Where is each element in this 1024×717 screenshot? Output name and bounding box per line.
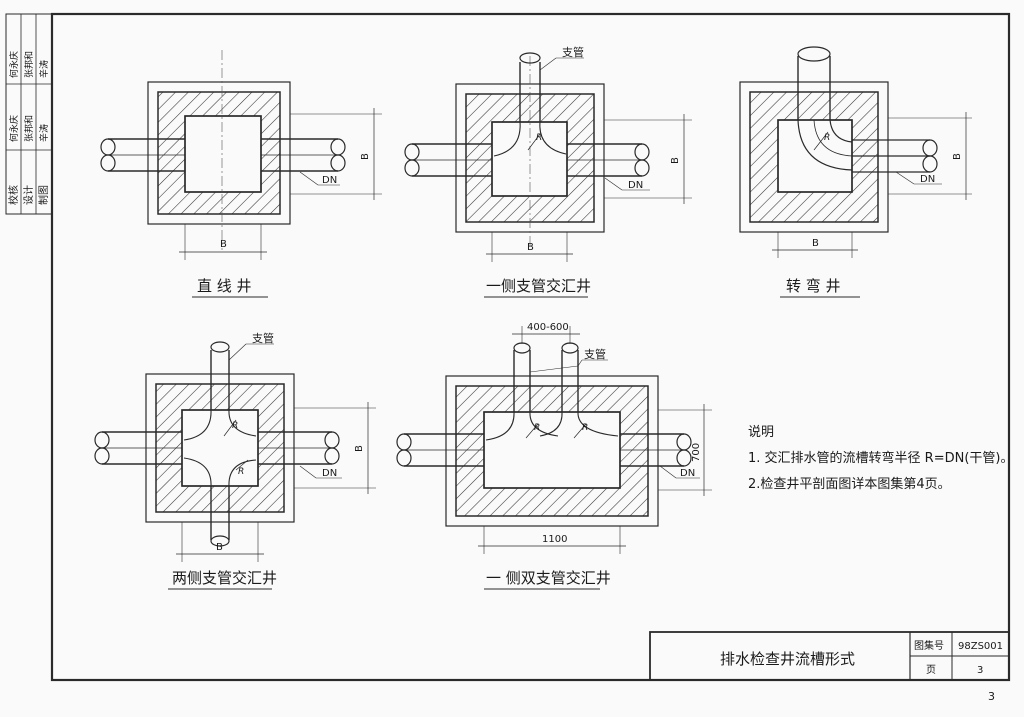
title-block: 排水检查井流槽形式 图集号 98ZS001 页 3	[649, 631, 1010, 681]
one-side-branch-diagram: R 支管 B B DN 一侧支管交汇井	[404, 45, 692, 298]
stamp-signature-3: 辛涛	[38, 60, 50, 78]
well-chamber	[777, 119, 853, 193]
sheet-page-number: 3	[988, 690, 995, 703]
branch-leader: 支管	[539, 45, 584, 71]
dim-label-b: B	[670, 157, 681, 164]
side-stamp: 校核 设计 制图 何永庆 张邦和 辛涛 何永庆 张邦和 辛涛	[5, 13, 53, 215]
dn-label: DN	[680, 468, 695, 479]
caption-double-branch: 一 侧双支管交汇井	[486, 569, 611, 587]
well-chamber	[483, 411, 621, 489]
branch-label: 支管	[252, 331, 274, 345]
dimension-b-vertical: B	[888, 112, 972, 200]
double-branch-diagram: R R 400-600 支管 700	[396, 322, 712, 590]
straight-well-diagram: B B DN 直 线 井	[100, 50, 382, 298]
caption-bend-well: 转 弯 井	[786, 277, 841, 295]
well-chamber	[491, 121, 568, 197]
dn-leader: DN	[895, 171, 942, 185]
spacing-dimension: 400-600	[512, 322, 580, 344]
dim-label-b: B	[527, 242, 534, 253]
dimension-b-horizontal: B	[179, 224, 267, 260]
branch-leader: 支管	[529, 347, 608, 373]
radius-label: R	[534, 423, 540, 433]
note-item-2: 2.检查井平剖面图详本图集第4页。	[748, 476, 951, 492]
radius-label: R	[824, 133, 830, 143]
stamp-label-draw: 制图	[37, 185, 50, 205]
stamp-name-3: 辛涛	[38, 124, 50, 142]
dim-label-b: B	[360, 153, 371, 160]
branch-label: 支管	[584, 347, 606, 361]
stamp-name-1: 何永庆	[8, 115, 20, 142]
outer-slab	[147, 81, 291, 225]
branch-pipe-bottom: R	[183, 457, 257, 547]
caption-two-side-branch: 两侧支管交汇井	[172, 569, 277, 587]
dn-label: DN	[322, 175, 337, 186]
dimension-b-vertical: B	[604, 114, 692, 204]
branch-leader: 支管	[228, 331, 274, 361]
dn-leader: DN	[659, 465, 700, 479]
notes: 说明 1. 交汇排水管的流槽转弯半径 R=DN(干管)。 2.检查井平剖面图详本…	[748, 425, 1013, 492]
caption-straight-well: 直 线 井	[197, 277, 252, 295]
dn-label: DN	[628, 180, 643, 191]
main-pipe	[100, 138, 346, 172]
dimension-700: 700	[658, 404, 712, 496]
radius-label: R	[232, 421, 238, 431]
sheet-border	[50, 12, 1011, 682]
dn-leader: DN	[299, 171, 340, 186]
caption-one-side-branch: 一侧支管交汇井	[486, 277, 591, 295]
dim-label-b: B	[354, 445, 365, 452]
stamp-signature-2: 张邦和	[23, 51, 35, 78]
notes-heading: 说明	[748, 425, 774, 440]
bend-pipe: R	[797, 46, 938, 173]
radius-label: R	[582, 423, 588, 433]
main-pipe	[396, 433, 692, 467]
dn-label: DN	[322, 468, 337, 479]
dim-label-1100: 1100	[542, 534, 567, 545]
dim-label-b: B	[220, 239, 227, 250]
well-chamber	[184, 115, 262, 193]
branch-pipe: R	[493, 52, 567, 157]
note-item-1: 1. 交汇排水管的流槽转弯半径 R=DN(干管)。	[748, 450, 1013, 466]
dimension-b-horizontal: B	[176, 522, 264, 562]
dimension-b-horizontal: B	[772, 232, 858, 258]
atlas-number: 98ZS001	[958, 641, 1003, 652]
dim-label-700: 700	[691, 443, 702, 462]
branch-pipe-1: R	[485, 342, 559, 441]
dim-label-b: B	[216, 542, 223, 553]
dim-label-b: B	[952, 153, 963, 160]
stamp-label-design: 设计	[22, 185, 35, 205]
dimension-b-horizontal: B	[486, 232, 573, 262]
radius-label: R	[238, 467, 244, 477]
dn-label: DN	[920, 174, 935, 185]
drawing-title: 排水检查井流槽形式	[720, 650, 855, 668]
dimension-b-vertical: B	[290, 108, 382, 200]
dn-leader: DN	[299, 465, 342, 479]
stamp-name-2: 张邦和	[23, 115, 35, 142]
spacing-label: 400-600	[527, 322, 569, 333]
dn-leader: DN	[604, 177, 650, 191]
well-wall	[157, 91, 281, 215]
radius-label: R	[536, 133, 542, 143]
stamp-label-check: 校核	[7, 185, 20, 205]
atlas-label: 图集号	[914, 639, 944, 652]
main-pipe	[94, 431, 340, 465]
well-chamber	[181, 409, 259, 487]
two-side-branch-diagram: R R 支管 B B DN	[94, 331, 376, 590]
bend-well-diagram: R B B DN 转 弯 井	[739, 46, 972, 298]
branch-label: 支管	[562, 45, 584, 59]
page-number-cell: 3	[977, 665, 983, 676]
dim-label-b: B	[812, 238, 819, 249]
dimension-1100: 1100	[478, 526, 626, 554]
page-label: 页	[926, 664, 936, 676]
well-wall	[455, 385, 649, 517]
dimension-b-vertical: B	[294, 402, 376, 494]
stamp-signature-1: 何永庆	[8, 51, 20, 78]
main-pipe	[404, 143, 650, 177]
